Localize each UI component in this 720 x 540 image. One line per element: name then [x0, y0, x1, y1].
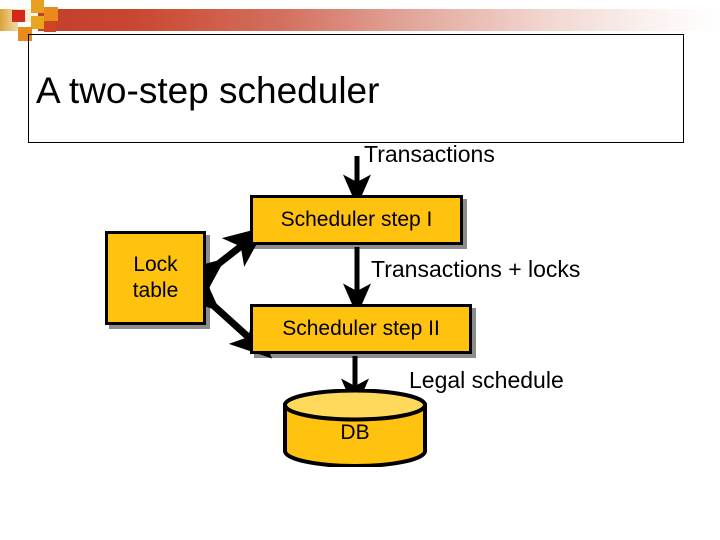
- node-lock-table[interactable]: Lock table: [105, 231, 206, 325]
- decorative-square-icon: [44, 7, 58, 21]
- database-label: DB: [340, 421, 370, 444]
- node-scheduler-step-1-label: Scheduler step I: [280, 208, 433, 231]
- page-title: A two-step scheduler: [36, 70, 380, 111]
- title-frame: [28, 34, 684, 143]
- node-scheduler-step-1[interactable]: Scheduler step I: [250, 195, 463, 245]
- node-scheduler-step-2-label: Scheduler step II: [282, 317, 440, 340]
- decorative-square-icon: [44, 21, 56, 32]
- database-cylinder: DB: [281, 388, 429, 468]
- edge-label-transactions-plus-locks: Transactions + locks: [371, 256, 581, 282]
- node-lock-table-label-line2: table: [132, 279, 179, 302]
- decorative-square-icon: [31, 16, 44, 29]
- edge-label-transactions: Transactions: [364, 141, 495, 167]
- header-gradient-band: [38, 9, 720, 31]
- decorative-square-icon: [12, 10, 25, 22]
- cylinder-shape: [283, 388, 427, 468]
- node-lock-table-label-line1: Lock: [133, 252, 178, 276]
- decorative-square-icon: [31, 0, 44, 13]
- edge-label-legal-schedule: Legal schedule: [409, 367, 564, 393]
- node-scheduler-step-2[interactable]: Scheduler step II: [250, 304, 472, 354]
